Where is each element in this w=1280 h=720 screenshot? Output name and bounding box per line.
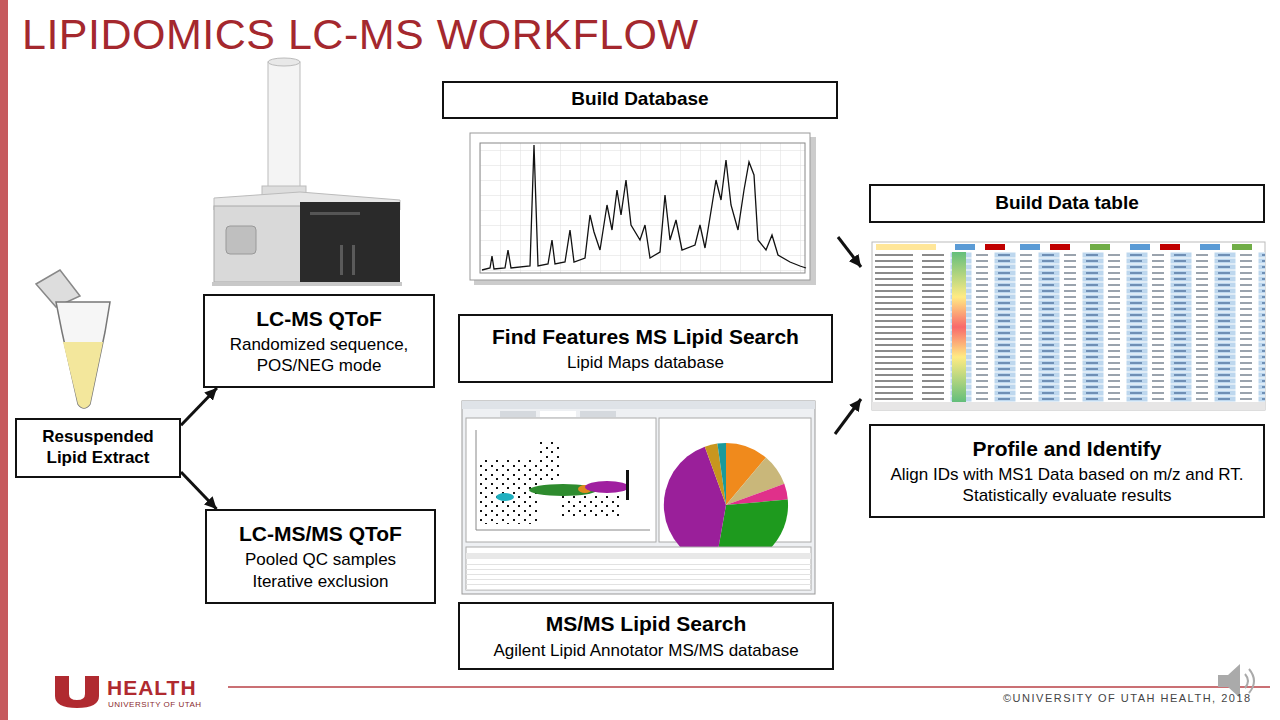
table-header-cell — [1232, 244, 1252, 250]
box-description: Lipid Maps database — [567, 352, 724, 373]
table-header-cell — [1020, 244, 1040, 250]
table-header-cell — [1200, 244, 1220, 250]
plot-grid — [480, 143, 805, 273]
panel-frame — [872, 242, 1265, 410]
box-description: Pooled QC samples Iterative exclusion — [221, 549, 420, 592]
instrument-slot — [352, 245, 355, 275]
window-tab — [580, 411, 616, 417]
logo-subtitle: UNIVERSITY OF UTAH — [108, 700, 202, 709]
table-footer — [872, 402, 1265, 410]
instrument-base — [212, 282, 402, 286]
flow-arrow — [835, 399, 861, 434]
table-header-cell — [955, 244, 975, 250]
tube-liquid — [63, 342, 103, 408]
scatter-panel — [466, 418, 656, 542]
panel-shadow — [474, 137, 816, 285]
window-toolbar — [462, 401, 815, 409]
side-accent-bar — [0, 0, 8, 720]
pie-slice — [705, 444, 726, 505]
chromatogram-trace — [482, 145, 806, 270]
sample-tube — [36, 270, 110, 408]
pie-slice — [717, 443, 726, 505]
footer-rule — [228, 686, 1270, 688]
table-label-column — [872, 252, 950, 402]
box-heading: Profile and Identify — [972, 436, 1161, 462]
table-body — [950, 252, 1265, 402]
tube-body — [56, 302, 110, 408]
qtof-instrument — [212, 58, 402, 286]
table-heatmap-column — [952, 252, 966, 402]
instrument-slot — [340, 245, 343, 275]
process-box: LC-MS QToFRandomized sequence, POS/NEG m… — [203, 294, 435, 388]
logo-wordmark: HEALTH — [107, 676, 197, 700]
box-description: Agilent Lipid Annotator MS/MS database — [493, 640, 798, 661]
table-header-cell — [1090, 244, 1110, 250]
table-header-cell — [1050, 244, 1070, 250]
process-box: Build Database — [442, 81, 838, 119]
table-header-cell — [985, 244, 1005, 250]
instrument-front-panel — [300, 202, 400, 284]
flow-arrow — [181, 388, 217, 425]
process-box: Build Data table — [869, 184, 1265, 223]
box-description: Align IDs with MS1 Data based on m/z and… — [887, 464, 1247, 507]
window-tab — [540, 411, 576, 417]
process-box: Resuspended Lipid Extract — [15, 418, 181, 478]
window-tab — [500, 411, 536, 417]
box-heading: Find Features MS Lipid Search — [492, 324, 799, 350]
feature-table — [466, 547, 811, 590]
instrument-column — [268, 62, 300, 190]
chromatogram-screenshot — [470, 133, 816, 285]
scatter-cluster — [496, 493, 514, 501]
table-header-cell — [876, 244, 936, 250]
slide-title: LIPIDOMICS LC-MS WORKFLOW — [22, 10, 699, 59]
plot-axis — [476, 530, 650, 531]
instrument-trim — [310, 212, 360, 215]
process-box: MS/MS Lipid SearchAgilent Lipid Annotato… — [458, 602, 834, 670]
scatter-cluster — [585, 481, 629, 493]
scatter-points — [540, 440, 562, 480]
panel-frame — [470, 133, 810, 280]
plot-axis — [476, 430, 477, 530]
process-box: Profile and IdentifyAlign IDs with MS1 D… — [869, 424, 1265, 518]
table-header-cell — [1160, 244, 1180, 250]
feature-plot-screenshot — [462, 401, 815, 594]
scatter-points — [626, 470, 629, 500]
box-description: Randomized sequence, POS/NEG mode — [219, 334, 419, 377]
flow-arrow — [838, 237, 861, 267]
instrument-source — [226, 226, 256, 254]
instrument-column-top — [268, 58, 300, 66]
box-heading: Build Database — [571, 87, 708, 111]
connector-group — [181, 388, 217, 509]
box-heading: Build Data table — [995, 191, 1139, 215]
feature-table-header — [466, 553, 811, 559]
flow-arrow — [181, 472, 217, 509]
speaker-waves — [1245, 669, 1254, 693]
box-heading: Resuspended Lipid Extract — [27, 426, 169, 469]
logo-mark — [55, 676, 99, 708]
box-heading: LC-MS/MS QToF — [239, 521, 402, 547]
scatter-points — [560, 494, 620, 516]
feature-table-rows — [466, 560, 811, 590]
box-heading: MS/MS Lipid Search — [546, 611, 747, 637]
table-header-cell — [1130, 244, 1150, 250]
copyright-note: ©UNIVERSITY OF UTAH HEALTH, 2018 — [1003, 692, 1252, 704]
process-box: LC-MS/MS QToFPooled QC samples Iterative… — [205, 509, 436, 604]
box-heading: LC-MS QToF — [256, 306, 382, 332]
process-box: Find Features MS Lipid SearchLipid Maps … — [458, 314, 833, 383]
window-frame — [462, 401, 815, 594]
instrument-side — [214, 206, 302, 282]
data-table-screenshot — [872, 242, 1265, 410]
